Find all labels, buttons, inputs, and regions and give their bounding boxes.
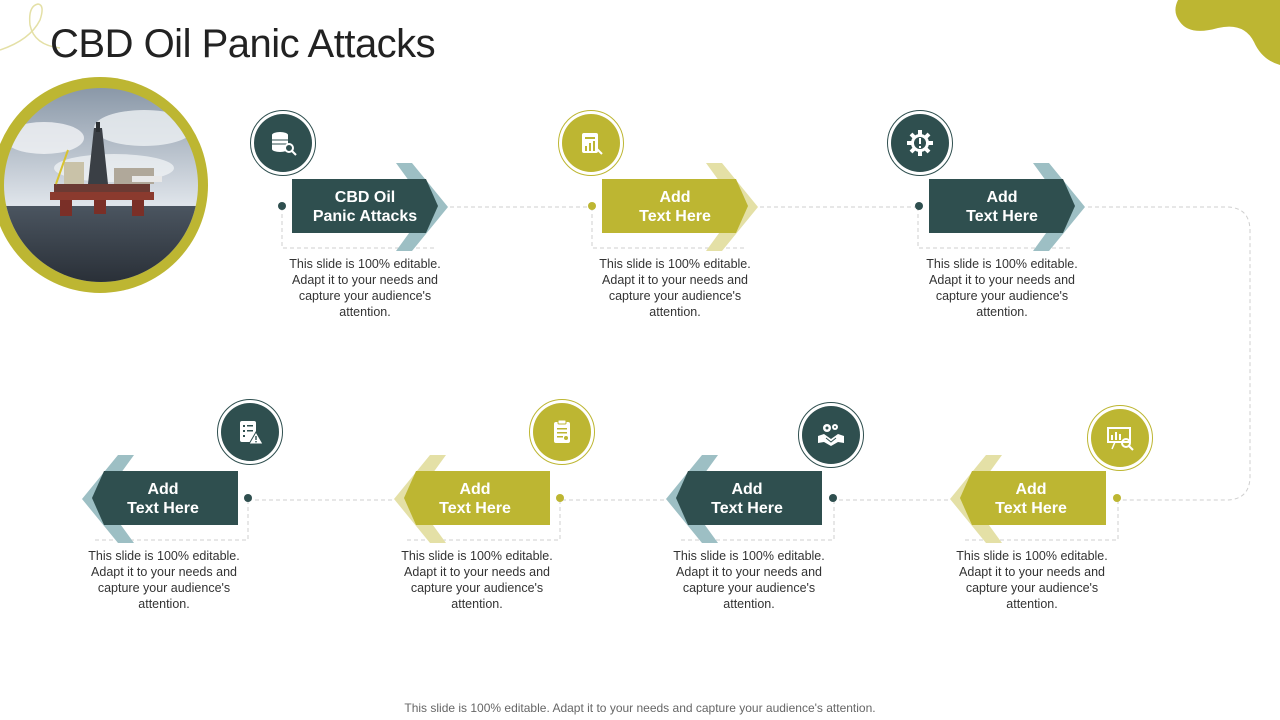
gear-warning-icon xyxy=(891,114,949,172)
step-icon-badge xyxy=(529,399,595,465)
step-label: Add Text Here xyxy=(127,481,199,517)
step-label: Add Text Here xyxy=(995,481,1067,517)
step-description: This slide is 100% editable. Adapt it to… xyxy=(956,549,1108,611)
step-label: Add Text Here xyxy=(711,481,783,517)
step-icon-badge xyxy=(558,110,624,176)
step-arrow xyxy=(390,455,550,543)
step-description: This slide is 100% editable. Adapt it to… xyxy=(401,549,553,611)
step-icon-badge xyxy=(1087,405,1153,471)
presentation-search-icon xyxy=(1091,409,1149,467)
step-description: This slide is 100% editable. Adapt it to… xyxy=(673,549,825,611)
oil-rig-photo xyxy=(4,88,198,282)
step-arrow xyxy=(946,455,1106,543)
step-icon-badge xyxy=(217,399,283,465)
step-label: Add Text Here xyxy=(639,189,711,225)
page-title: CBD Oil Panic Attacks xyxy=(50,22,436,66)
step-description: This slide is 100% editable. Adapt it to… xyxy=(599,257,751,319)
step-arrow xyxy=(662,455,822,543)
step-arrow xyxy=(292,163,452,251)
step-arrow xyxy=(929,163,1089,251)
step-icon-badge xyxy=(250,110,316,176)
step-label: Add Text Here xyxy=(966,189,1038,225)
step-description: This slide is 100% editable. Adapt it to… xyxy=(88,549,240,611)
clipboard-document-icon xyxy=(533,403,591,461)
step-arrow xyxy=(602,163,762,251)
handshake-gears-icon xyxy=(802,406,860,464)
checklist-warning-icon xyxy=(221,403,279,461)
step-icon-badge xyxy=(887,110,953,176)
step-description: This slide is 100% editable. Adapt it to… xyxy=(289,257,441,319)
step-arrow xyxy=(78,455,238,543)
report-chart-icon xyxy=(562,114,620,172)
step-label: CBD Oil Panic Attacks xyxy=(312,189,418,225)
corner-blob-decoration xyxy=(1175,0,1280,65)
footer-note: This slide is 100% editable. Adapt it to… xyxy=(404,701,876,715)
step-description: This slide is 100% editable. Adapt it to… xyxy=(926,257,1078,319)
database-search-icon xyxy=(254,114,312,172)
step-label: Add Text Here xyxy=(439,481,511,517)
step-icon-badge xyxy=(798,402,864,468)
corner-swirl-decoration xyxy=(0,3,61,51)
